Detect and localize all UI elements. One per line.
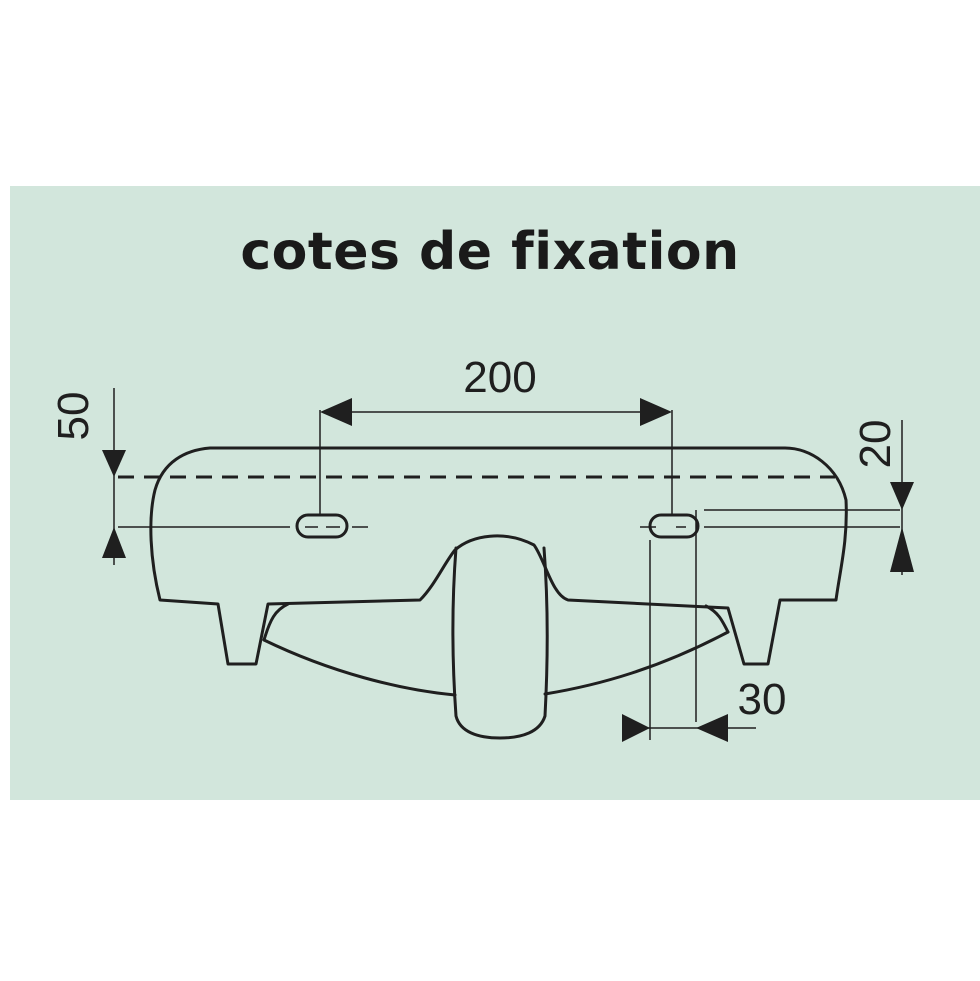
left-height-label: 50 <box>49 392 98 441</box>
right-fixing-hole <box>648 513 700 539</box>
top-span-label: 200 <box>463 353 536 402</box>
top-span-dimension <box>319 398 673 515</box>
left-height-dimension <box>102 388 126 565</box>
basin-outline <box>149 446 848 740</box>
right-height-label: 20 <box>851 420 900 469</box>
right-height-dimension <box>890 420 914 575</box>
bottom-offset-label: 30 <box>738 675 787 724</box>
fixing-holes <box>295 513 700 539</box>
drawing-background <box>10 186 980 800</box>
diagram-title: cotes de fixation <box>240 222 740 282</box>
left-fixing-hole <box>295 513 349 539</box>
bottom-offset-dimension <box>622 510 756 742</box>
hole-center-lines <box>118 509 900 528</box>
